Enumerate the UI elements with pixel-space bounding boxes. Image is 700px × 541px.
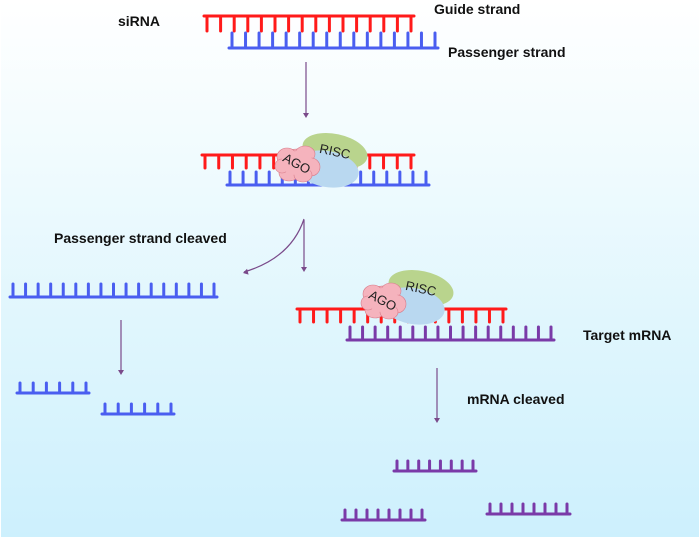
ago-protein [360, 282, 407, 320]
arrow-passenger-degrade [118, 320, 124, 375]
guide-strand [202, 14, 416, 33]
arrow-head [118, 370, 124, 375]
arrow-line [243, 218, 305, 273]
risc-label: RISC [318, 141, 352, 162]
passenger-fragment-1 [15, 381, 91, 395]
arrow-to-target [301, 220, 307, 272]
passenger-strand [227, 31, 440, 50]
arrow-mrna-cleaved [434, 368, 440, 423]
ago-protein [274, 145, 321, 183]
sirna-label: siRNA [118, 13, 161, 29]
passenger-strand-label: Passenger strand [448, 44, 566, 60]
mrna-fragment-1 [392, 459, 478, 473]
arrow-to-risc [303, 62, 309, 118]
ago-fill [367, 288, 399, 312]
arrow-head [303, 113, 309, 118]
mrna-fragment-3 [485, 502, 572, 516]
arrow-head [243, 268, 249, 275]
released-passenger-strand [8, 282, 219, 299]
risc-label: RISC [404, 278, 438, 299]
mrna-fragment-2 [340, 508, 427, 522]
guide-strand-label: Guide strand [434, 1, 521, 17]
passenger-fragment-2 [100, 402, 176, 416]
passenger-cleaved-label: Passenger strand cleaved [54, 230, 227, 246]
target-mrna-strand [345, 325, 556, 342]
mrna-cleaved-label: mRNA cleaved [467, 391, 565, 407]
target-mrna-label: Target mRNA [583, 327, 672, 343]
arrow-head [434, 418, 440, 423]
arrow-passenger-cleaved [243, 218, 305, 275]
ago-fill [281, 151, 313, 175]
arrow-head [301, 267, 307, 272]
